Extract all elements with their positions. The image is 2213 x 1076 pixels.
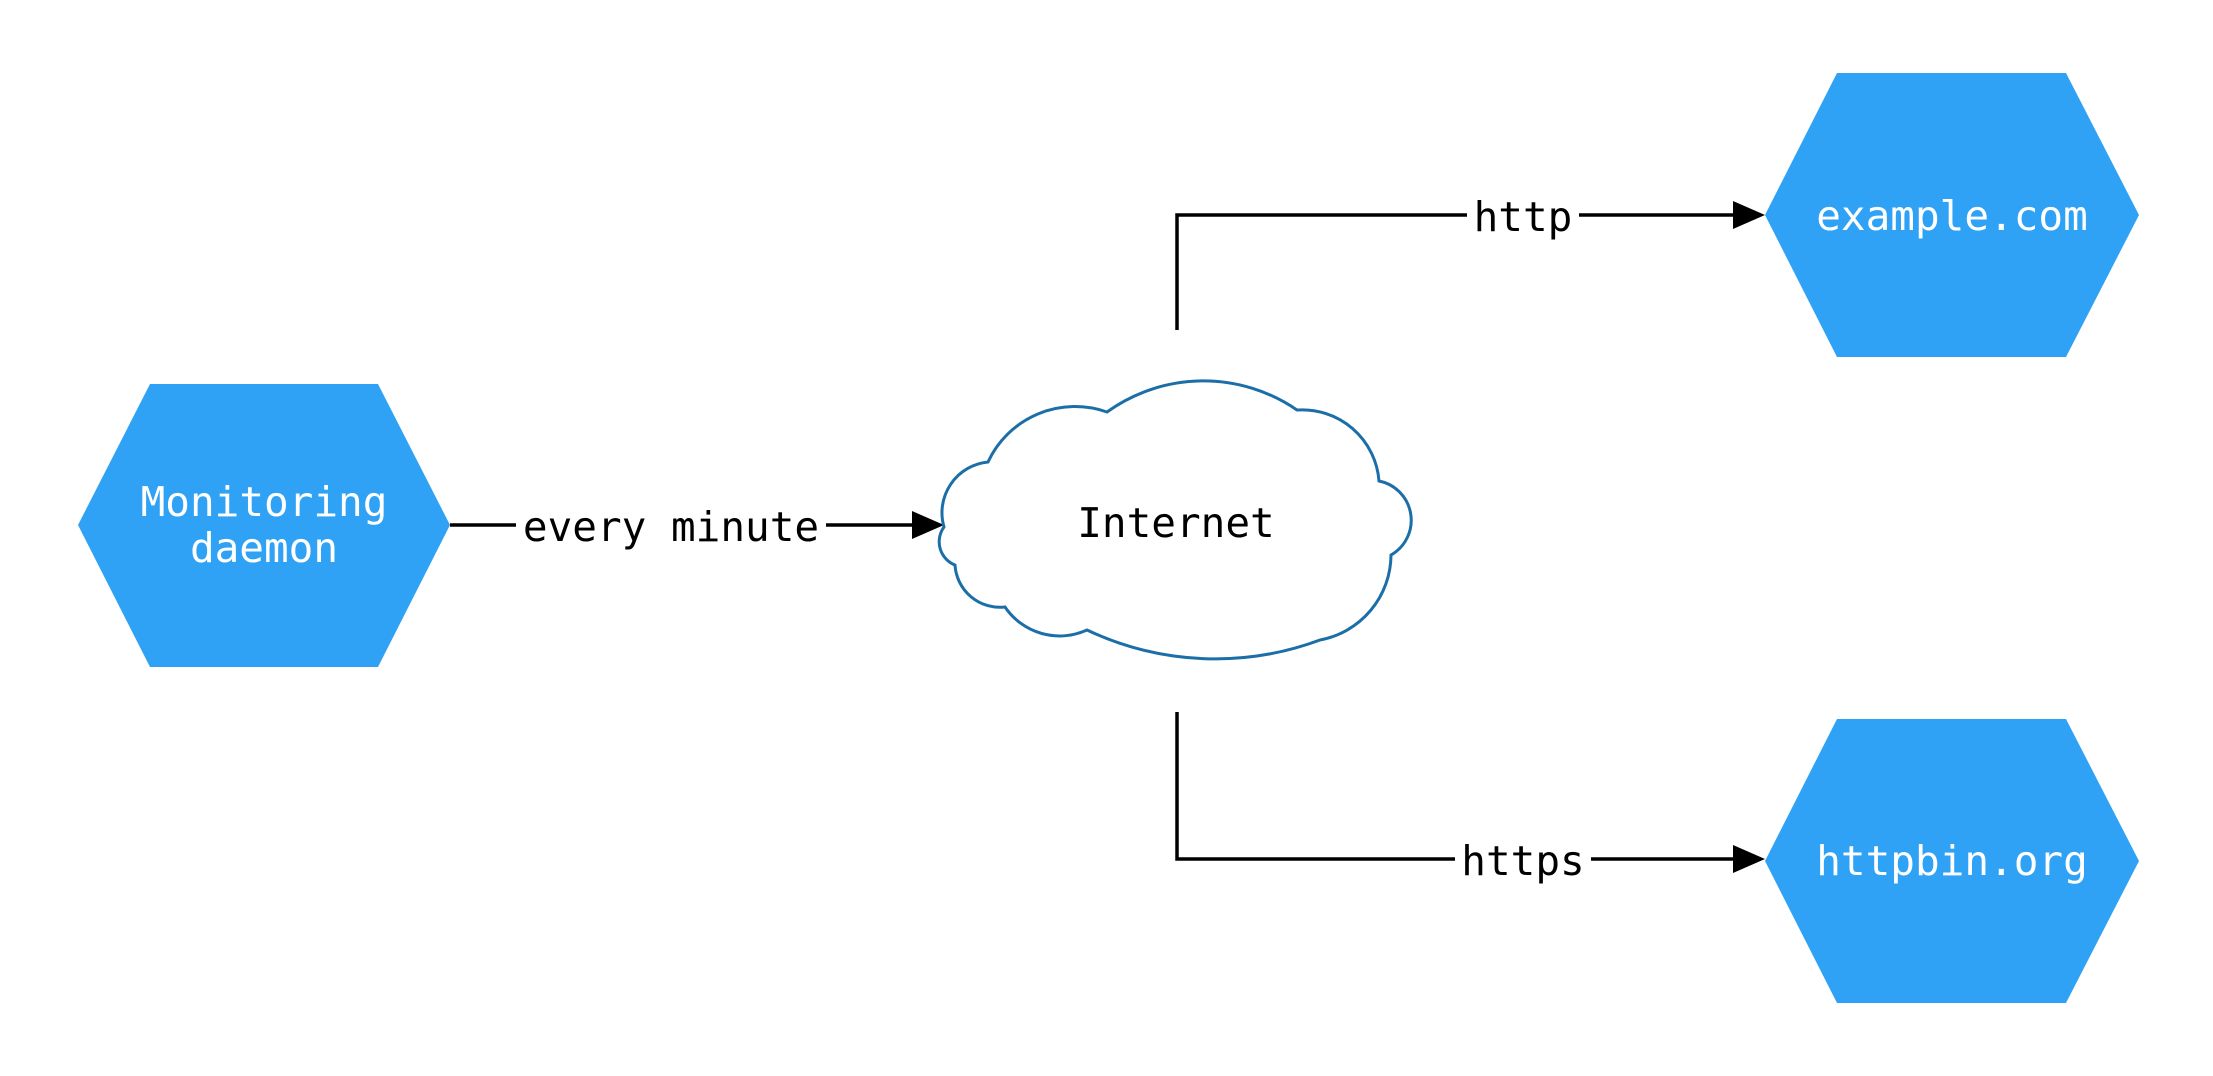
example-com-hexagon xyxy=(1765,73,2139,357)
monitoring-daemon-hexagon xyxy=(78,384,450,667)
edge-monitoring-to-internet: every minute xyxy=(450,503,944,551)
httpbin-org-label: httpbin.org xyxy=(1816,837,2088,885)
httpbin-org-hexagon xyxy=(1765,719,2139,1003)
edge-https-elbow xyxy=(1175,712,1455,861)
edge-https-arrowhead xyxy=(1733,845,1765,873)
example-com-label: example.com xyxy=(1816,192,2088,240)
node-monitoring-daemon: Monitoring daemon xyxy=(78,384,450,667)
edge-internet-to-httpbin: https xyxy=(1175,712,1765,885)
edge-every-minute-label: every minute xyxy=(523,503,819,551)
edge-internet-to-example: http xyxy=(1175,193,1765,330)
edge-https-label: https xyxy=(1461,837,1584,885)
node-internet: Internet xyxy=(937,379,1413,661)
edge-every-minute-arrowhead xyxy=(912,511,944,539)
edge-http-label: http xyxy=(1474,193,1573,241)
node-httpbin-org: httpbin.org xyxy=(1765,719,2139,1003)
monitoring-daemon-label-line2: daemon xyxy=(190,524,338,572)
node-example-com: example.com xyxy=(1765,73,2139,357)
monitoring-daemon-label-line1: Monitoring xyxy=(141,478,388,526)
edge-http-elbow xyxy=(1175,213,1467,330)
internet-label: Internet xyxy=(1077,499,1274,547)
internet-cloud xyxy=(937,379,1413,661)
edge-http-arrowhead xyxy=(1733,201,1765,229)
